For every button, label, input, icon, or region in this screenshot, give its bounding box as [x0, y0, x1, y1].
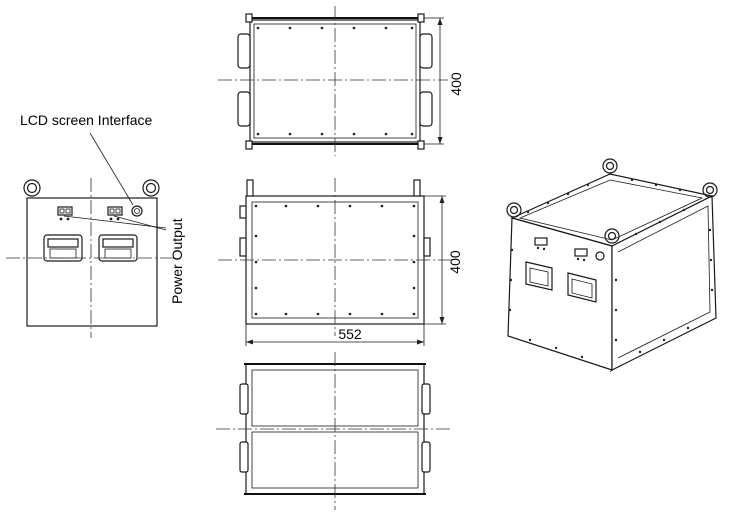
lifting-eye-right: [142, 179, 160, 197]
bottom-view: [216, 352, 450, 510]
top-view: 400: [218, 6, 464, 156]
iso-handle-right: [567, 272, 597, 303]
iso-lifting-eye-left: [506, 202, 522, 218]
lcd-interface-connector: [131, 205, 143, 217]
front-handle-left: [43, 234, 83, 262]
dimension-front-view-width: 552: [245, 324, 425, 346]
front-handle-right: [98, 234, 138, 262]
iso-lifting-eye-right: [702, 182, 718, 198]
power-output-socket-left: [57, 206, 73, 221]
dimension-front-view-height: 400: [424, 195, 463, 325]
lcd-screen-interface-label: LCD screen Interface: [20, 112, 152, 128]
isometric-view: [506, 158, 718, 373]
dimension-label-400-top: 400: [448, 72, 464, 96]
dimension-top-view-height: 400: [424, 17, 464, 145]
iso-handle-left: [525, 261, 553, 291]
lifting-eye-left: [23, 179, 41, 197]
right-handle-top-view: [419, 33, 433, 127]
side-view: [6, 132, 174, 338]
power-output-socket-right: [107, 206, 123, 221]
iso-lifting-eye-front: [604, 228, 620, 244]
left-handle-top-view: [237, 33, 251, 127]
power-output-label: Power Output: [169, 218, 185, 304]
iso-lifting-eye-back: [602, 158, 618, 174]
front-view: 400 552: [218, 178, 463, 346]
dimension-label-552: 552: [338, 326, 362, 342]
dimension-label-400-front: 400: [447, 250, 463, 274]
